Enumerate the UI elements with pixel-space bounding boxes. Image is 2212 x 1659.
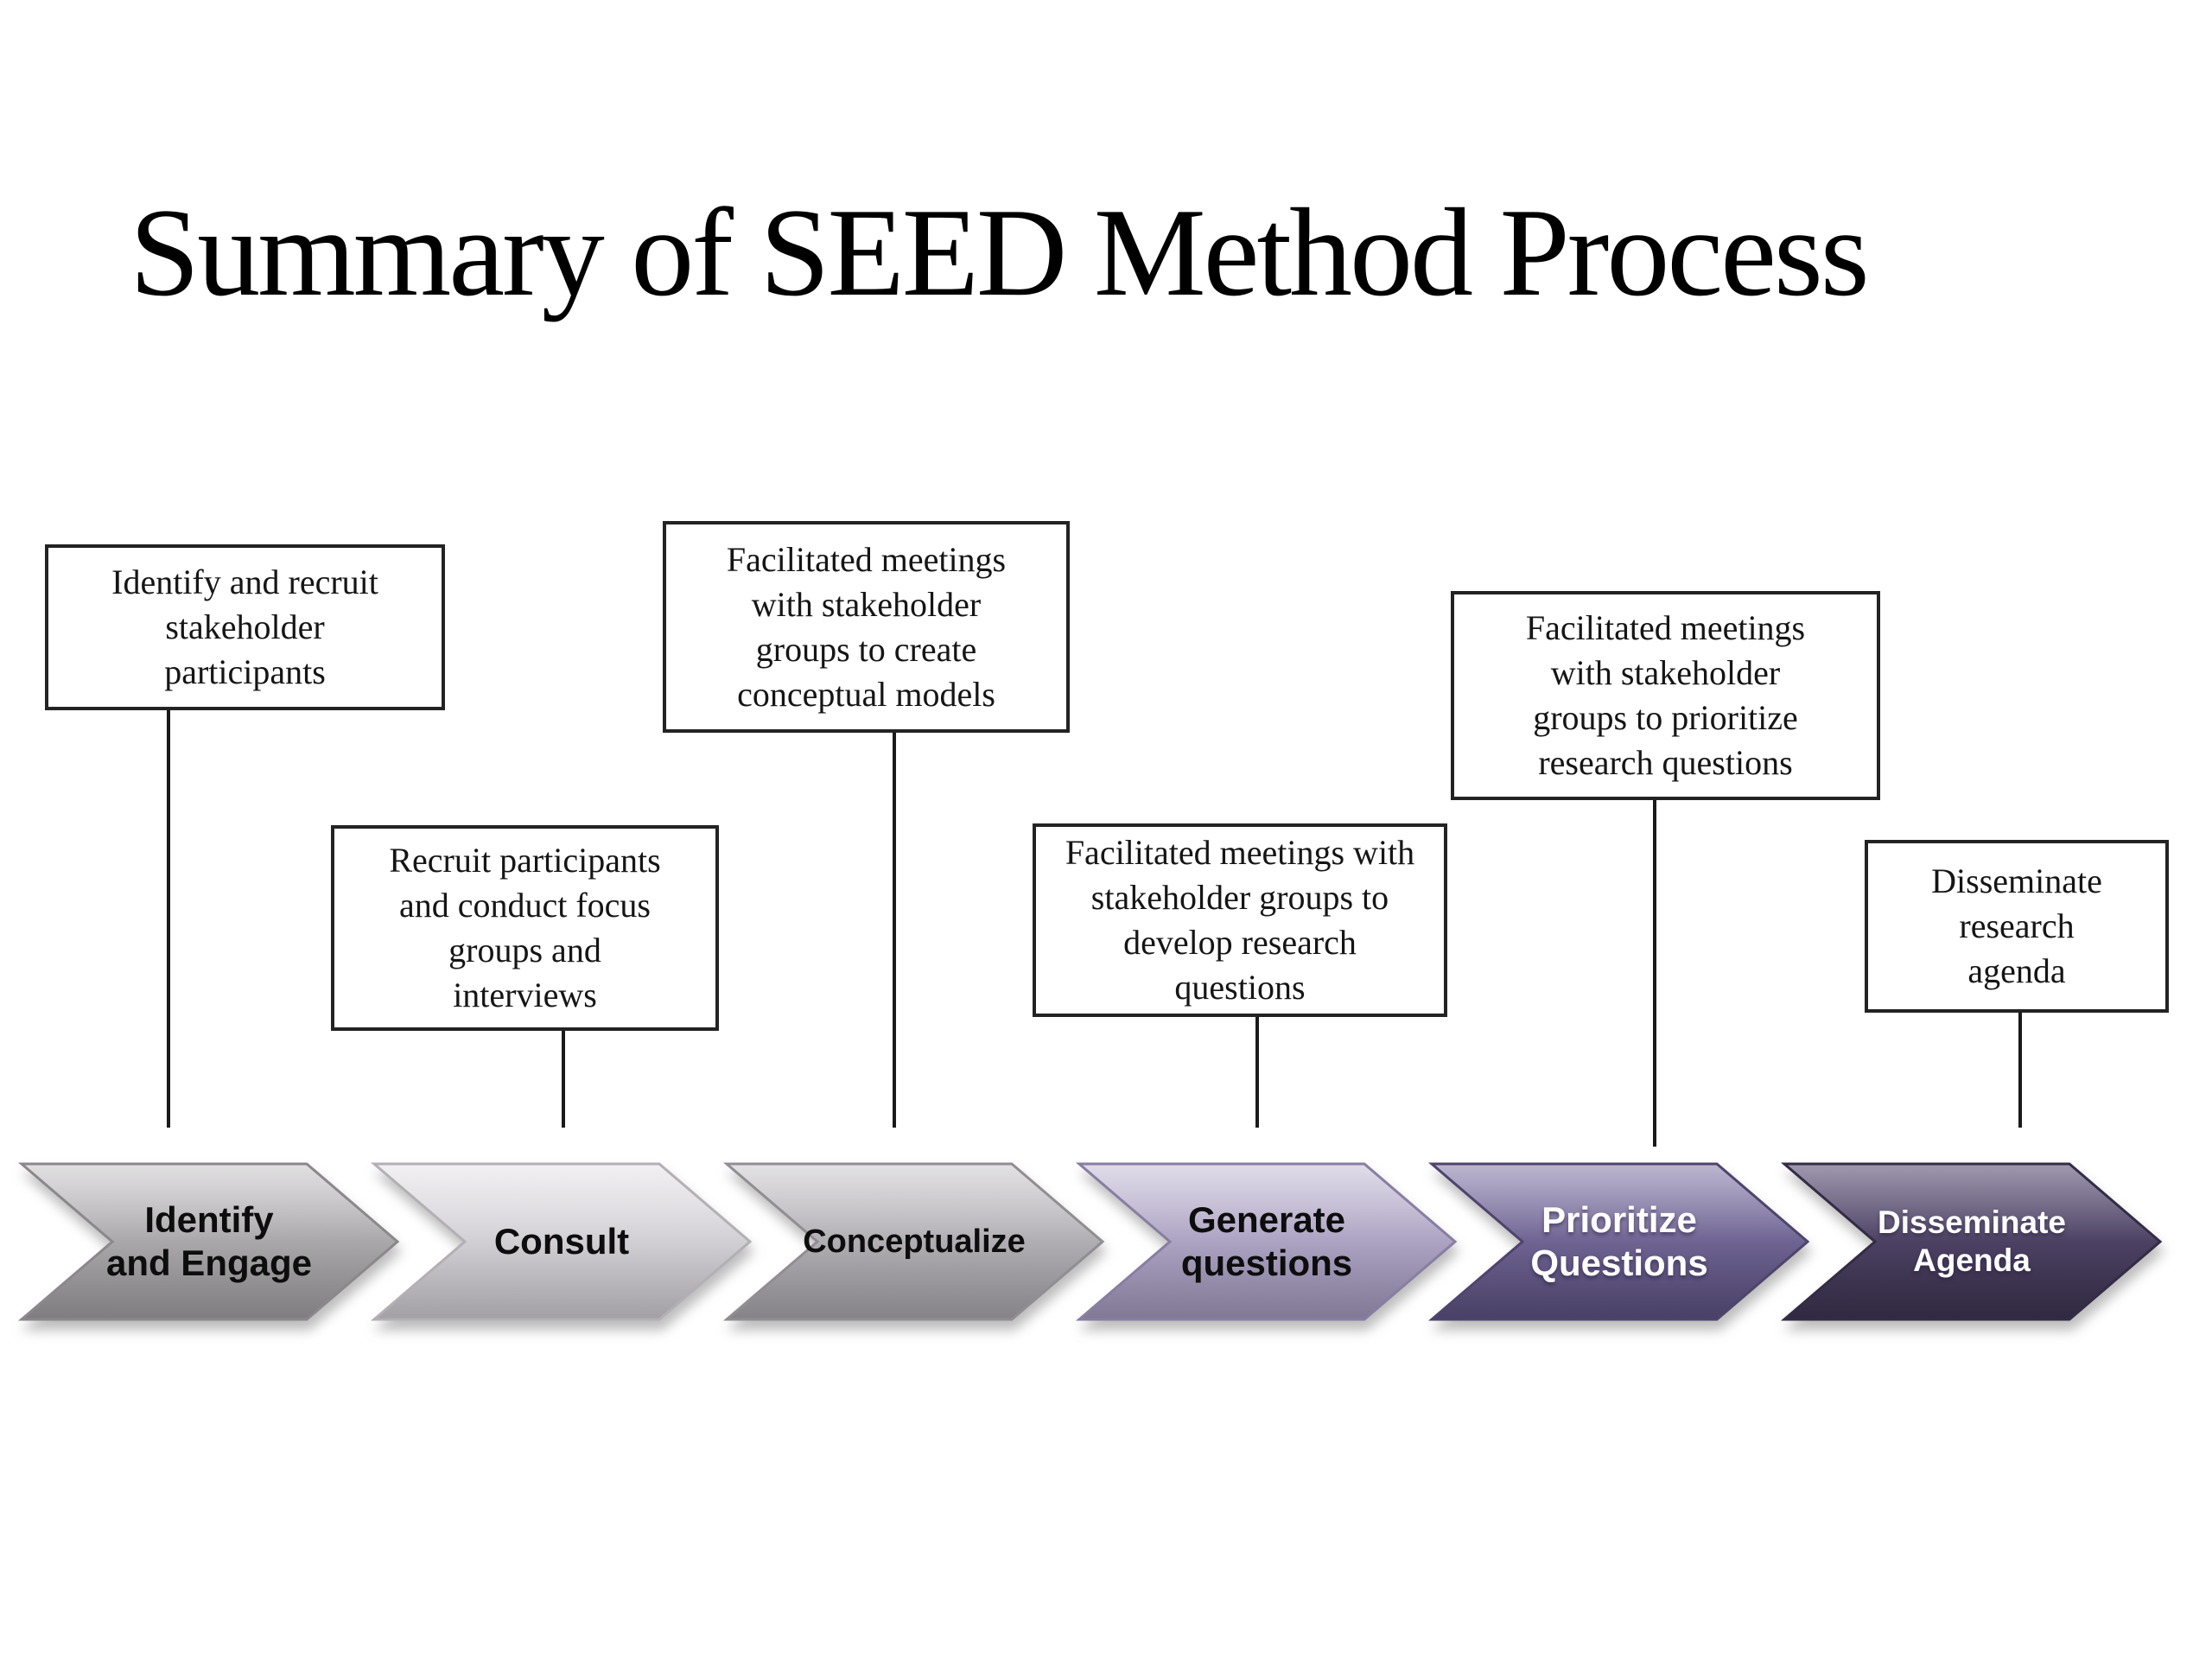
connector-line-consult <box>562 1031 565 1128</box>
process-step-arrow-generate <box>1075 1162 1458 1321</box>
process-step-label-disseminate: Disseminate Agenda <box>1878 1205 2066 1278</box>
connector-line-conceptualize <box>893 733 896 1128</box>
process-step-label-consult: Consult <box>493 1221 630 1262</box>
description-box-generate: Facilitated meetings with stakeholder gr… <box>1033 823 1447 1017</box>
chevron-outline <box>370 1162 753 1321</box>
chevron-gloss <box>1432 1164 1808 1242</box>
description-text: Identify and recruit stakeholder partici… <box>111 563 378 691</box>
chevron-gloss <box>1079 1164 1455 1242</box>
chevron-shade <box>22 1242 397 1319</box>
process-step-label-conceptualize: Conceptualize <box>803 1223 1026 1260</box>
chevron-outline <box>1075 1162 1458 1321</box>
chevron-gloss <box>374 1164 750 1242</box>
process-step-arrow-disseminate <box>1780 1162 2163 1321</box>
process-step-label-prioritize: Prioritize Questions <box>1530 1199 1708 1283</box>
process-step-arrow-identify <box>17 1162 400 1321</box>
chevron-gloss <box>727 1164 1103 1242</box>
page-title: Summary of SEED Method Process <box>130 182 1870 322</box>
description-box-conceptualize: Facilitated meetings with stakeholder gr… <box>663 521 1070 733</box>
chevron-shade <box>374 1242 750 1319</box>
process-step-arrow-prioritize <box>1427 1162 1810 1321</box>
chevron-shade <box>727 1242 1103 1319</box>
description-text: Facilitated meetings with stakeholder gr… <box>1525 608 1806 782</box>
chevron-outline <box>1427 1162 1810 1321</box>
connector-line-disseminate <box>2018 1013 2022 1128</box>
description-box-consult: Recruit participants and conduct focus g… <box>331 825 719 1031</box>
chevron-shade <box>1784 1242 2160 1319</box>
process-step-label-identify: Identify and Engage <box>105 1199 313 1283</box>
process-step-arrow-conceptualize <box>722 1162 1105 1321</box>
connector-line-prioritize <box>1653 800 1656 1147</box>
chevron-shade <box>1079 1242 1455 1319</box>
connector-line-generate <box>1255 1017 1259 1128</box>
description-text: Disseminate research agenda <box>1931 861 2102 990</box>
description-text: Facilitated meetings with stakeholder gr… <box>1065 833 1415 1007</box>
process-step-arrow-consult <box>370 1162 753 1321</box>
description-box-identify: Identify and recruit stakeholder partici… <box>45 544 445 710</box>
chevron-gloss <box>1784 1164 2160 1242</box>
description-text: Facilitated meetings with stakeholder gr… <box>726 539 1007 714</box>
description-box-prioritize: Facilitated meetings with stakeholder gr… <box>1451 591 1880 800</box>
chevron-outline <box>722 1162 1105 1321</box>
chevron-outline <box>1780 1162 2163 1321</box>
description-text: Recruit participants and conduct focus g… <box>389 841 661 1014</box>
connector-line-identify <box>167 710 170 1128</box>
chevron-shade <box>1432 1242 1808 1319</box>
chevron-outline <box>17 1162 400 1321</box>
process-step-label-generate: Generate questions <box>1180 1199 1353 1283</box>
chevron-gloss <box>22 1164 397 1242</box>
description-box-disseminate: Disseminate research agenda <box>1865 840 2169 1013</box>
